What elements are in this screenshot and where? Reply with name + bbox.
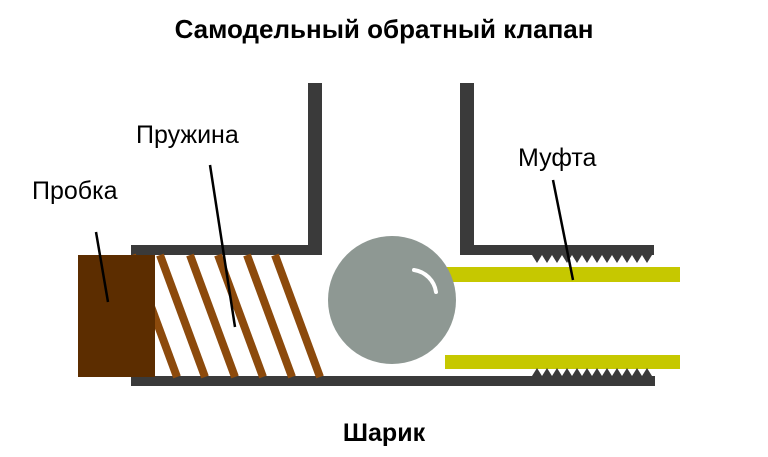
coupling-top <box>445 267 680 282</box>
spring-coil <box>214 253 267 379</box>
thread-tooth <box>582 368 592 376</box>
left-riser <box>308 83 322 255</box>
thread-tooth <box>612 368 622 376</box>
ball-highlight <box>412 268 438 294</box>
thread-tooth <box>582 255 592 263</box>
spring-coil <box>156 253 209 379</box>
left-top-wall <box>131 245 322 255</box>
leader-lines <box>94 164 575 328</box>
thread-tooth <box>642 255 652 263</box>
thread-tooth <box>592 368 602 376</box>
thread-tooth <box>602 255 612 263</box>
diagram-title: Самодельный обратный клапан <box>175 14 594 44</box>
thread-tooth <box>572 368 582 376</box>
thread-tooth <box>642 368 652 376</box>
right-top-wall <box>460 245 654 255</box>
thread-tooth <box>532 255 542 263</box>
thread-tooth <box>562 368 572 376</box>
ball-label: Шарик <box>343 419 426 447</box>
thread-tooth <box>632 255 642 263</box>
bottom-wall <box>131 376 655 386</box>
plug <box>78 255 155 377</box>
pipe-body <box>131 83 655 386</box>
right-riser <box>460 83 474 255</box>
spring-label: Пружина <box>136 121 239 149</box>
thread-tooth <box>612 255 622 263</box>
spring-coil <box>186 253 239 379</box>
coupling-label: Муфта <box>518 144 597 172</box>
spring-coil <box>243 253 296 379</box>
thread-tooth <box>592 255 602 263</box>
plug-leader <box>94 231 110 303</box>
thread-tooth <box>542 255 552 263</box>
ball <box>328 236 456 364</box>
thread-tooth <box>572 255 582 263</box>
spring-coil <box>271 253 324 379</box>
thread-tooth <box>622 255 632 263</box>
plug-label: Пробка <box>32 177 118 205</box>
spring-leader <box>208 164 237 328</box>
thread-tooth <box>622 368 632 376</box>
thread-tooth <box>552 368 562 376</box>
thread-tooth <box>542 368 552 376</box>
thread-tooth <box>552 255 562 263</box>
coupling-bottom <box>445 355 680 369</box>
thread-tooth <box>632 368 642 376</box>
thread-tooth <box>532 368 542 376</box>
thread-tooth <box>602 368 612 376</box>
coupling-leader <box>551 179 575 281</box>
